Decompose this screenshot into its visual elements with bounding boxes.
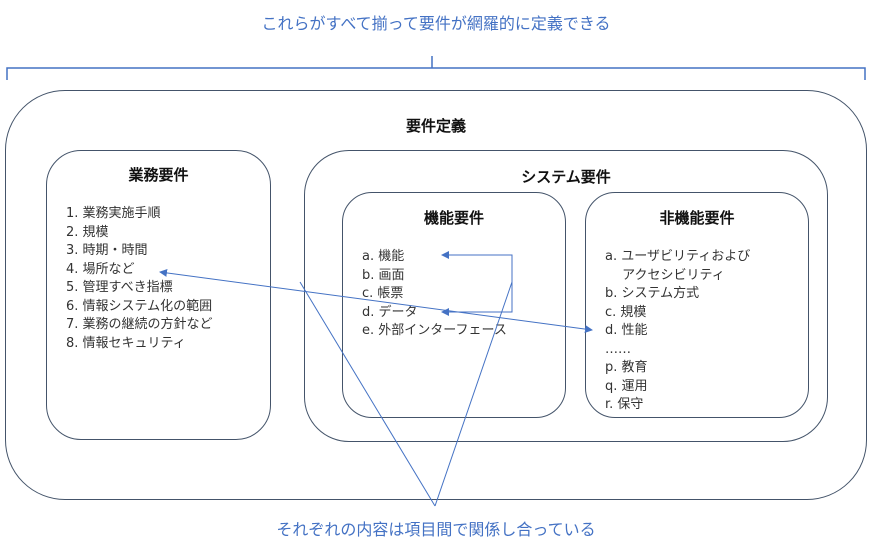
list-item: b. システム方式 [605,286,700,301]
list-item: c. 規模 [605,304,647,320]
cross-requirement-arrow [159,268,593,334]
callout-line-right [434,281,513,507]
list-item: 1. 業務実施手順 [66,206,161,221]
list-item: a. 機能 [362,249,405,264]
nonfunctional-requirements-box [585,192,809,418]
list-item: d. 性能 [605,323,648,338]
list-item: r. 保守 [605,397,644,412]
list-item: p. 教育 [605,360,648,375]
list-item: …… [605,341,631,357]
list-item: 2. 規模 [66,224,109,240]
top-brace [6,56,866,80]
list-item: a. ユーザビリティおよび [605,249,751,264]
functional-requirements-title: 機能要件 [423,209,484,227]
list-item: 5. 管理すべき指標 [66,280,173,295]
top-caption: これらがすべて揃って要件が網羅的に定義できる [261,14,611,33]
nonfunctional-requirements-list: a. ユーザビリティおよび アクセシビリティ b. システム方式 c. 規模 d… [605,248,750,415]
functional-elbow-arrow [441,251,513,316]
system-requirements-title: システム要件 [521,168,611,186]
list-item: 3. 時期・時間 [66,243,148,258]
list-item: 4. 場所など [66,261,135,277]
nonfunctional-requirements-title: 非機能要件 [659,209,735,227]
bottom-caption: それぞれの内容は項目間で関係し合っている [276,520,596,539]
list-item: 8. 情報セキュリティ [66,335,186,351]
business-requirements-title: 業務要件 [128,166,189,184]
list-item: アクセシビリティ [605,267,725,283]
callout-line-left [299,281,436,507]
list-item: q. 運用 [605,378,648,394]
requirements-definition-title: 要件定義 [405,117,466,135]
